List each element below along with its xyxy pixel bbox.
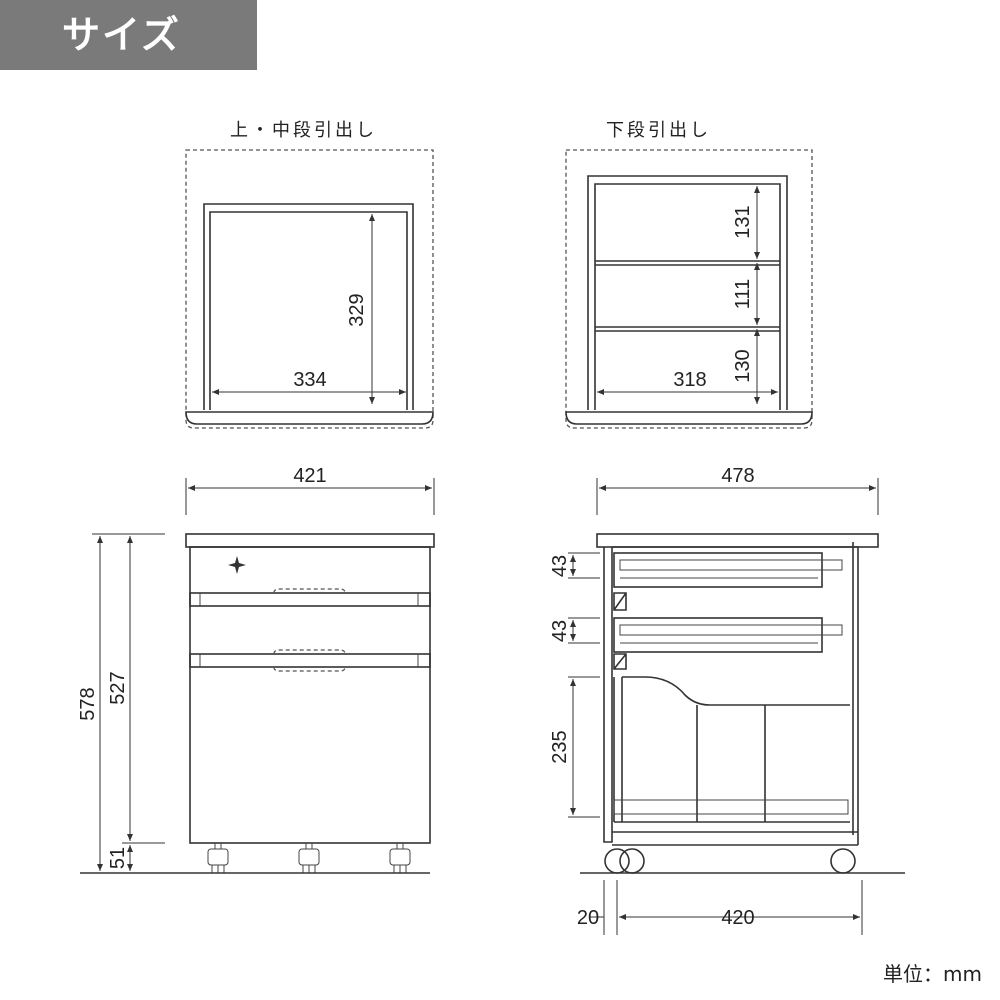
front-view: 421 578 527 51 [77, 465, 435, 874]
section-title: サイズ [62, 13, 181, 57]
side-view: 478 43 43 235 20 420 [549, 465, 905, 935]
drawer-height-1: 43 [549, 555, 571, 577]
lower-height-3: 130 [732, 349, 754, 382]
lower-drawer-diagram: 下段引出し 131 111 130 318 [565, 120, 813, 429]
unit-label: 単位：mm [883, 962, 982, 986]
lower-drawer-title: 下段引出し [606, 120, 711, 141]
upper-drawer-diagram: 上・中段引出し 329 334 [185, 120, 434, 429]
lower-height-2: 111 [732, 279, 754, 309]
drawer-height-2: 43 [549, 620, 571, 642]
upper-drawer-title: 上・中段引出し [230, 120, 377, 141]
body-height-label: 527 [107, 671, 129, 704]
caster-height-label: 51 [107, 847, 129, 869]
upper-height-label: 329 [346, 293, 368, 326]
offset-label: 20 [577, 907, 599, 929]
drawer-height-3: 235 [549, 730, 571, 763]
total-height-label: 578 [77, 687, 99, 720]
upper-width-label: 334 [293, 369, 326, 391]
wheel-base-label: 420 [721, 907, 754, 929]
section-header: サイズ [0, 0, 257, 70]
lock-icon [228, 556, 246, 574]
lower-width-label: 318 [673, 369, 706, 391]
front-width-label: 421 [293, 465, 326, 487]
lower-height-1: 131 [732, 205, 754, 238]
side-depth-label: 478 [721, 465, 754, 487]
